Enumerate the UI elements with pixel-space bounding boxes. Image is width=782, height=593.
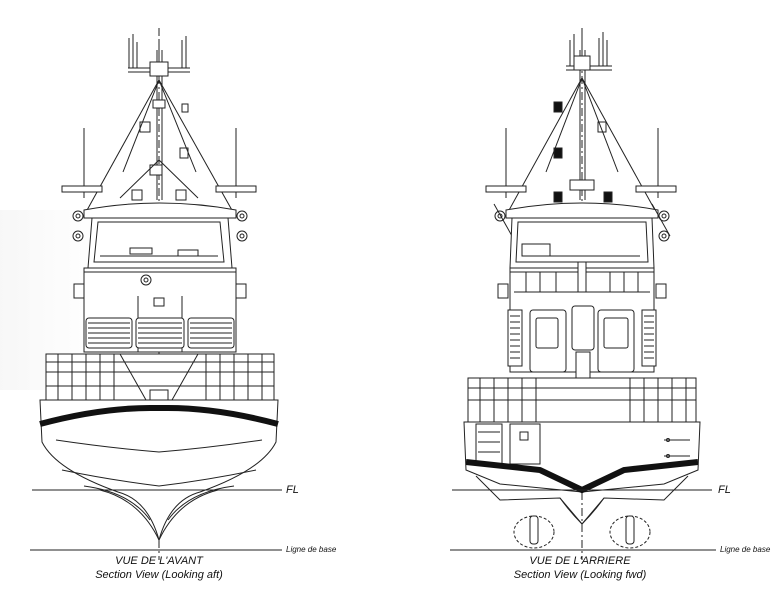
rear-shafts <box>530 516 634 544</box>
front-radar-right <box>216 186 256 192</box>
rear-roof <box>506 203 658 218</box>
rear-propellers <box>514 516 650 548</box>
front-windshield <box>88 218 232 268</box>
rear-hull <box>464 422 700 524</box>
rear-baseline-label: Ligne de base <box>720 545 771 554</box>
front-waterline-label: FL <box>286 484 299 496</box>
rear-view <box>450 28 716 560</box>
rear-superstructure <box>498 262 666 378</box>
rear-mast <box>508 30 656 212</box>
front-mast <box>86 34 233 212</box>
front-vents <box>86 318 234 348</box>
rear-windows <box>510 218 654 268</box>
front-view <box>30 28 282 560</box>
rear-radar-left <box>486 186 526 192</box>
rear-railing <box>468 378 696 422</box>
rear-view-subtitle: Section View (Looking fwd) <box>513 569 647 581</box>
rear-boarding-ladder <box>476 424 502 464</box>
rear-door-left <box>530 310 566 372</box>
front-superstructure <box>74 268 246 352</box>
rear-waterline-label: FL <box>718 484 731 496</box>
rear-view-title: VUE DE L'ARRIERE <box>529 555 631 567</box>
front-radar-left <box>62 186 102 192</box>
rear-radar-right <box>636 186 676 192</box>
rear-door-right <box>598 310 634 372</box>
front-baseline-label: Ligne de base <box>286 545 337 554</box>
front-roof <box>84 203 236 218</box>
front-rubbing-strake <box>40 408 278 424</box>
front-view-subtitle: Section View (Looking aft) <box>95 569 223 581</box>
front-view-title: VUE DE L'AVANT <box>115 555 203 567</box>
front-hull <box>40 400 278 540</box>
